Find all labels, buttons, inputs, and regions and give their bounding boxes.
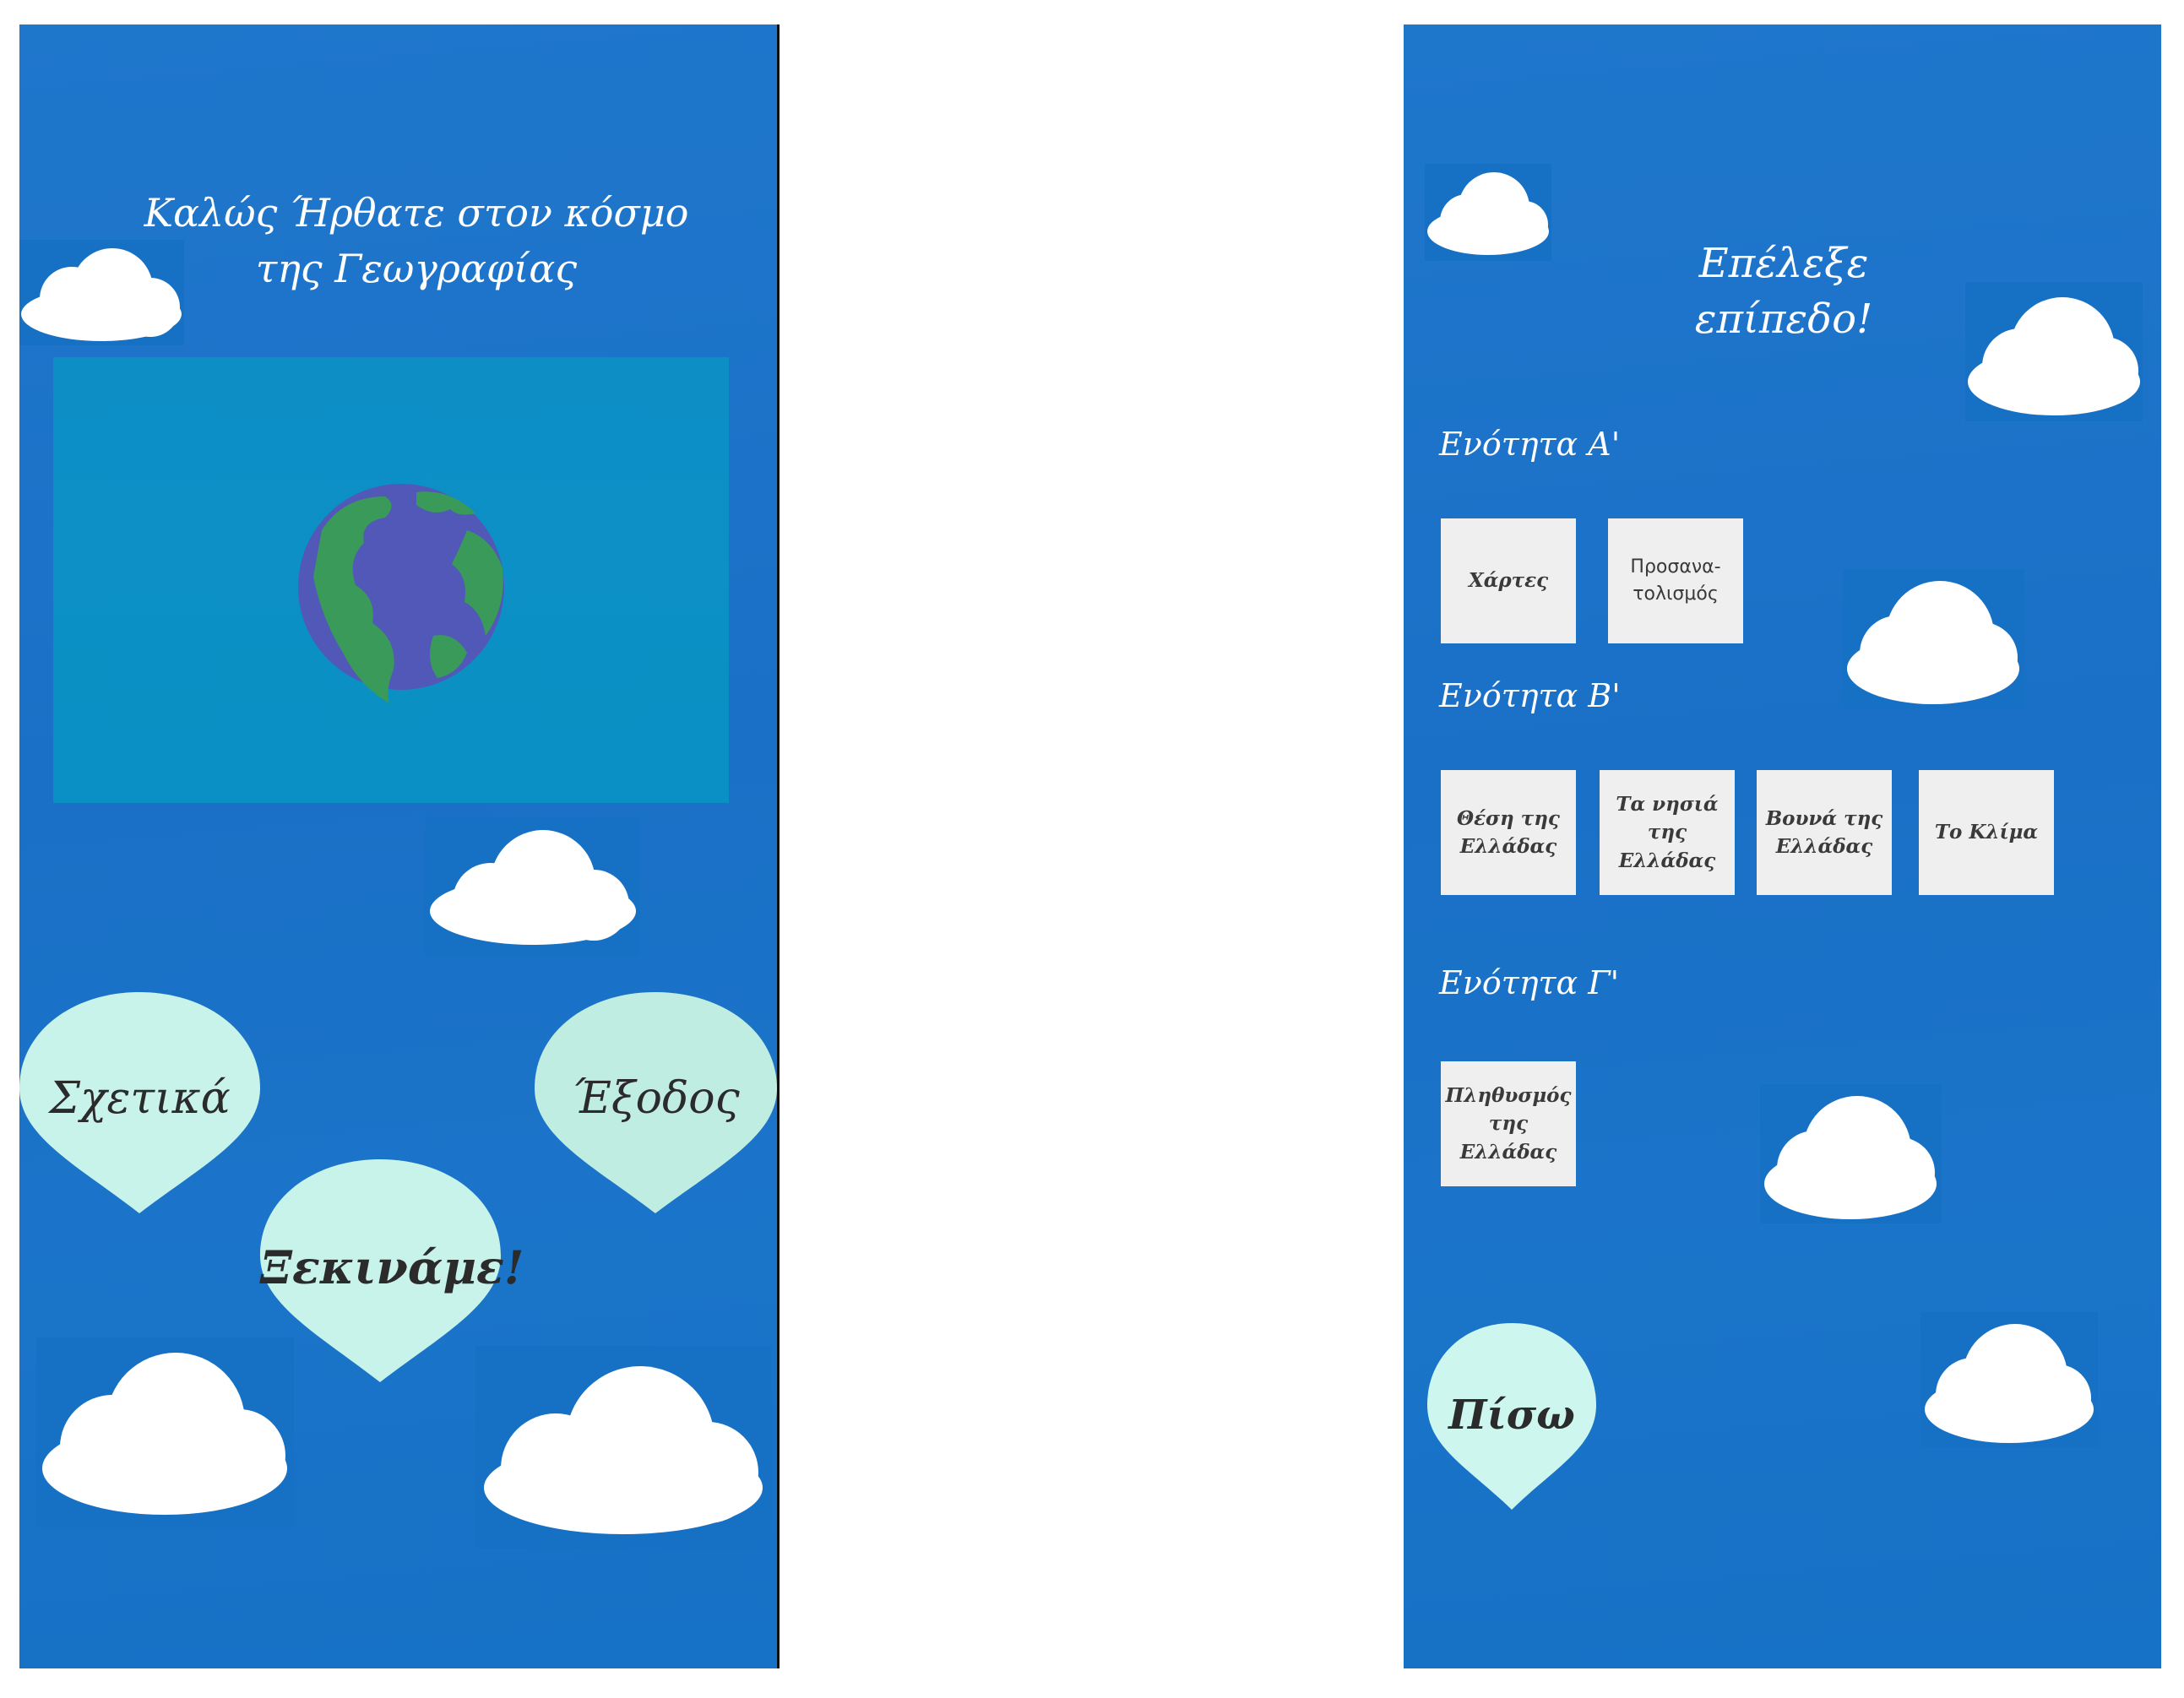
tile-maps[interactable]: Χάρτες	[1441, 518, 1576, 643]
tile-climate[interactable]: Το Κλίμα	[1919, 770, 2054, 895]
cloud-icon	[1921, 1312, 2098, 1447]
back-button[interactable]: Πίσω	[1427, 1321, 1596, 1513]
cloud-icon	[1760, 1084, 1942, 1223]
about-label: Σχετικά	[49, 1073, 231, 1124]
exit-button[interactable]: Έξοδος	[535, 989, 777, 1217]
home-title-line2: της Γεωγραφίας	[255, 246, 578, 291]
cloud-icon	[1965, 282, 2143, 421]
exit-label: Έξοδος	[572, 1073, 740, 1124]
section-a-label: Ενότητα Α'	[1439, 426, 1621, 463]
home-title-line1: Καλώς Ήρθατε στον κόσμο	[144, 190, 689, 236]
levels-screen: Επέλεξε επίπεδο! Ενότητα Α' Χάρτες Προσα…	[1404, 24, 2161, 1668]
section-c-label: Ενότητα Γ'	[1439, 964, 1620, 1001]
back-label: Πίσω	[1448, 1391, 1575, 1439]
start-button[interactable]: Ξεκινάμε!	[260, 1156, 524, 1386]
levels-title: Επέλεξε επίπεδο!	[1694, 240, 1873, 343]
cloud-icon	[36, 1337, 294, 1527]
tile-greece-population[interactable]: Πληθυσμός της Ελλάδας	[1441, 1061, 1576, 1186]
cloud-icon	[1843, 569, 2024, 708]
tile-greece-position[interactable]: Θέση της Ελλάδας	[1441, 770, 1576, 895]
cloud-icon	[1425, 164, 1551, 261]
cloud-icon	[19, 240, 184, 345]
section-b-label: Ενότητα Β'	[1439, 677, 1621, 714]
tile-orientation[interactable]: Προσανα- τολισμός	[1608, 518, 1743, 643]
cloud-icon	[425, 816, 640, 956]
tile-greece-mountains[interactable]: Βουνά της Ελλάδας	[1757, 770, 1892, 895]
tile-greece-islands[interactable]: Τα νησιά της Ελλάδας	[1600, 770, 1735, 895]
cloud-icon	[475, 1346, 771, 1549]
globe-icon	[298, 484, 504, 703]
globe-panel	[53, 357, 729, 803]
home-title: Καλώς Ήρθατε στον κόσμο της Γεωγραφίας	[87, 185, 746, 296]
home-screen: Καλώς Ήρθατε στον κόσμο της Γεωγραφίας Σ…	[19, 24, 780, 1668]
about-button[interactable]: Σχετικά	[19, 989, 260, 1217]
start-label: Ξεκινάμε!	[260, 1240, 524, 1294]
